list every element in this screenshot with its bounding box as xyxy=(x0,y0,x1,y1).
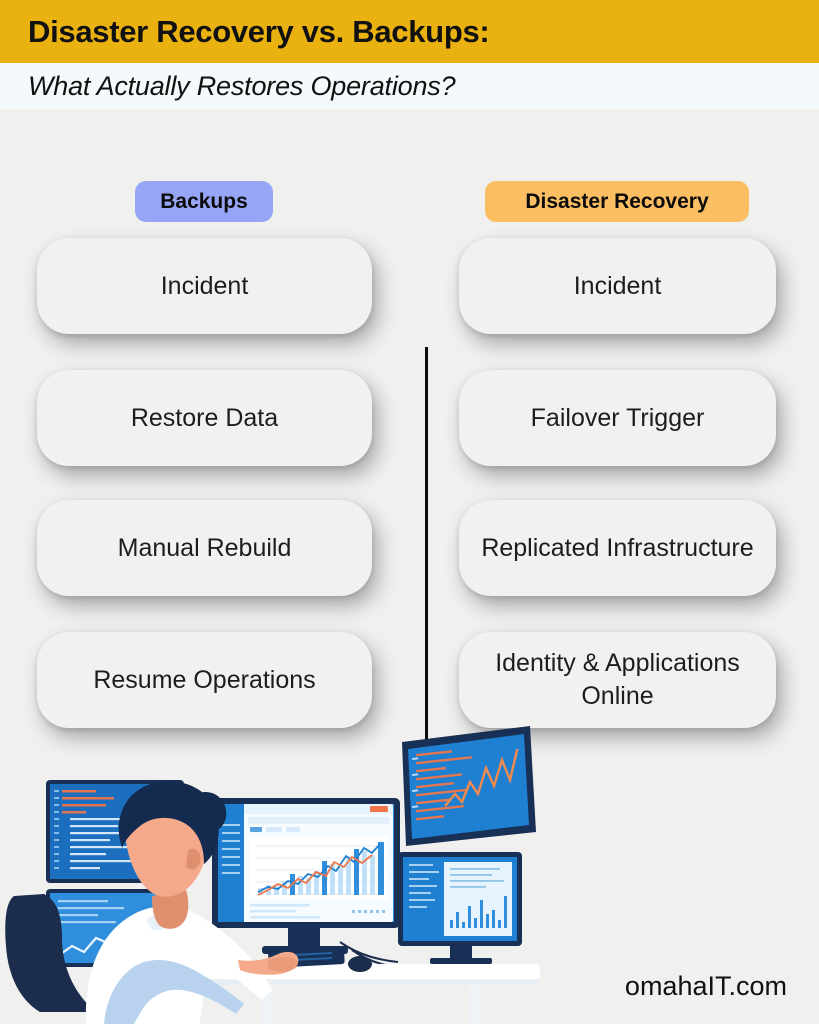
step-card-label: Resume Operations xyxy=(93,665,316,694)
column-header-backups: Backups xyxy=(135,181,273,222)
step-card: Resume Operations xyxy=(37,632,372,728)
step-card: Incident xyxy=(37,238,372,334)
step-card: Identity & Applications Online xyxy=(459,632,776,728)
step-card-label: Failover Trigger xyxy=(530,403,705,432)
step-card-label: Restore Data xyxy=(130,403,279,432)
step-card: Incident xyxy=(459,238,776,334)
column-header-disaster-recovery: Disaster Recovery xyxy=(485,181,749,222)
step-card-label: Replicated Infrastructure xyxy=(481,533,754,562)
illustration-it-professional xyxy=(0,724,540,1024)
step-card-label: Incident xyxy=(160,271,249,300)
column-header-backups-label: Backups xyxy=(160,189,248,213)
step-card: Manual Rebuild xyxy=(37,500,372,596)
person-it-professional xyxy=(85,781,299,1024)
page-title: Disaster Recovery vs. Backups: xyxy=(28,13,490,49)
column-header-disaster-recovery-label: Disaster Recovery xyxy=(525,189,709,213)
column-divider xyxy=(425,347,428,756)
page-subtitle: What Actually Restores Operations? xyxy=(28,70,456,101)
monitor-right-lower xyxy=(398,852,522,964)
step-card: Replicated Infrastructure xyxy=(459,500,776,596)
header-band: Disaster Recovery vs. Backups: xyxy=(0,0,819,63)
subheader-band: What Actually Restores Operations? xyxy=(0,63,819,109)
step-card-label: Manual Rebuild xyxy=(117,533,292,562)
step-card: Restore Data xyxy=(37,370,372,466)
step-card-label: Incident xyxy=(573,271,662,300)
monitor-center-dashboard xyxy=(212,798,400,954)
step-card: Failover Trigger xyxy=(459,370,776,466)
monitor-right-upper xyxy=(402,726,536,846)
step-card-label: Identity & Applications Online xyxy=(495,649,740,710)
footer-website: omahaIT.com xyxy=(624,971,787,1001)
